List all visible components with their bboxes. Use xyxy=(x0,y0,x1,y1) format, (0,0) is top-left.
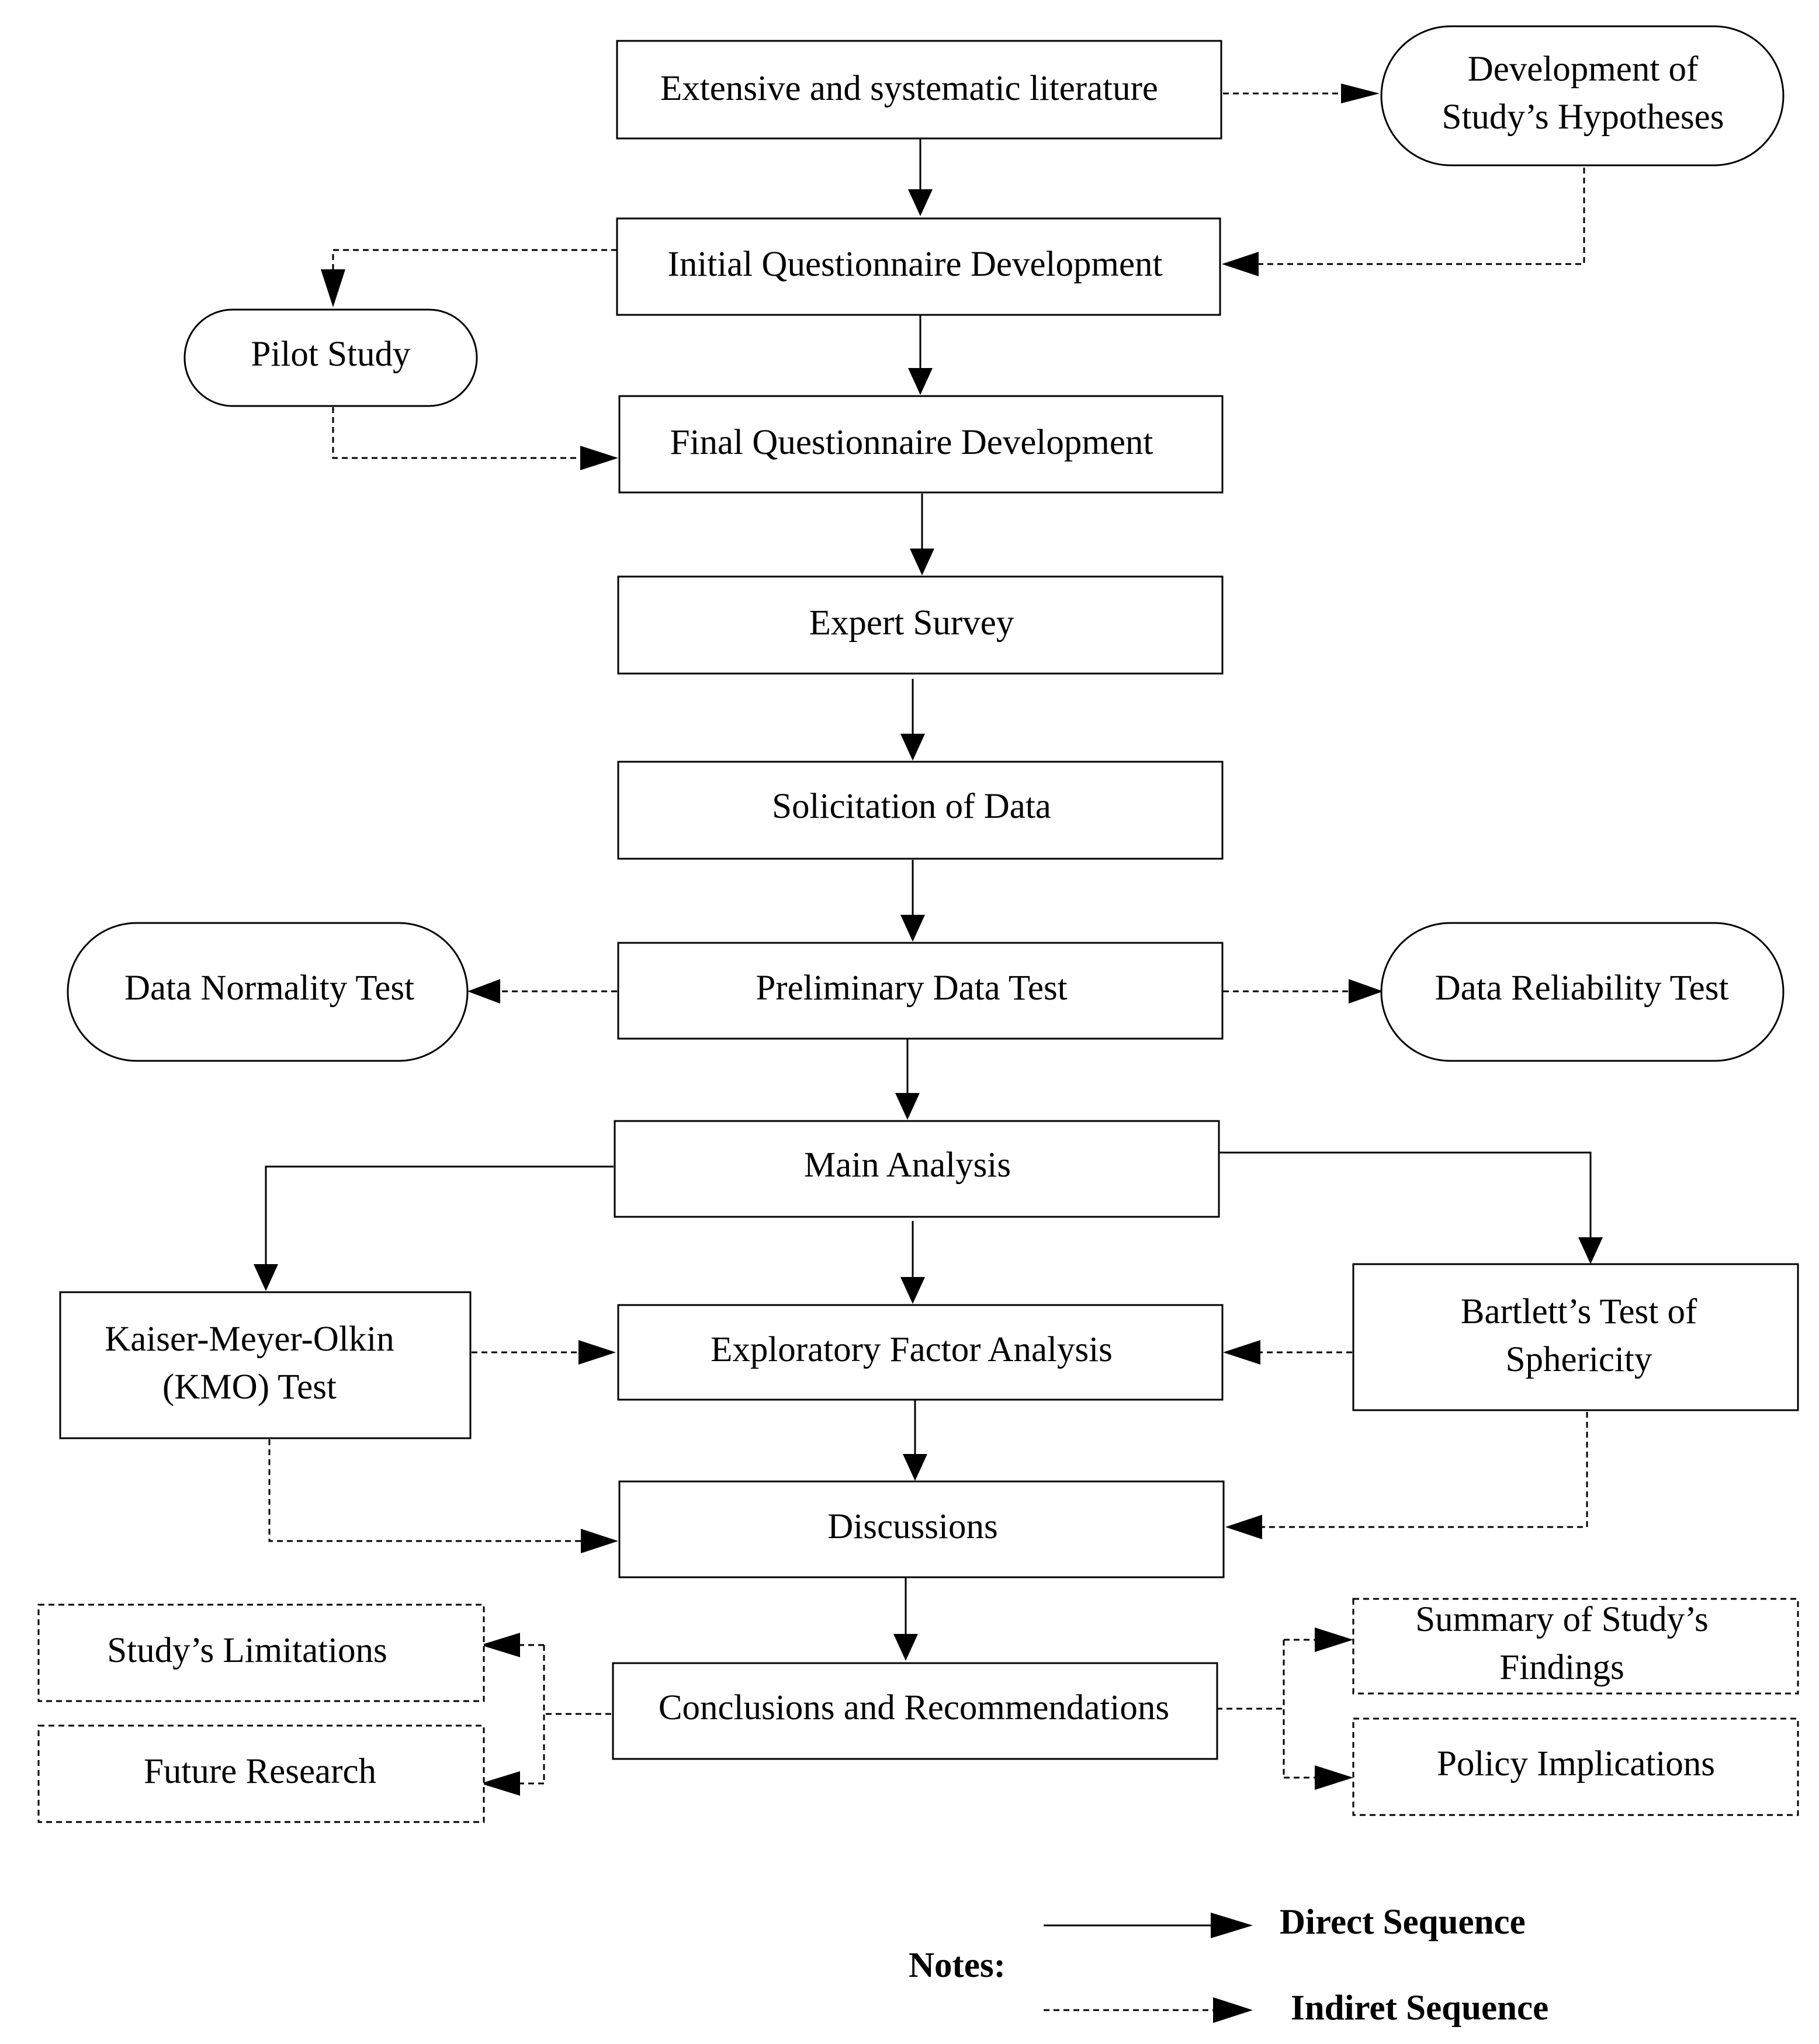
node-policy-label: Policy Implications xyxy=(1437,1744,1715,1783)
node-future-label: Future Research xyxy=(144,1752,376,1791)
node-summary-label-line2: Findings xyxy=(1499,1648,1624,1687)
node-future: Future Research xyxy=(37,1724,485,1823)
node-main-analysis-label: Main Analysis xyxy=(804,1146,1011,1185)
node-initial-questionnaire: Initial Questionnaire Development xyxy=(616,217,1221,316)
node-initial-questionnaire-label: Initial Questionnaire Development xyxy=(668,245,1163,284)
edge-main-analysis-to-efa xyxy=(900,1221,925,1304)
legend: Notes: Direct Sequence Indiret Sequence xyxy=(909,1903,1548,2028)
node-expert-survey-label: Expert Survey xyxy=(809,603,1014,643)
edge-initial-to-final-questionnaire xyxy=(908,315,933,395)
node-final-questionnaire: Final Questionnaire Development xyxy=(618,395,1224,494)
node-bartlett-label-line2: Sphericity xyxy=(1506,1340,1652,1379)
edge-final-questionnaire-to-expert-survey xyxy=(910,494,934,575)
legend-title: Notes: xyxy=(909,1946,1006,1985)
node-final-questionnaire-label: Final Questionnaire Development xyxy=(670,423,1153,462)
node-bartlett: Bartlett’s Test of Sphericity xyxy=(1352,1263,1799,1411)
node-expert-survey: Expert Survey xyxy=(617,575,1224,675)
legend-direct-label: Direct Sequence xyxy=(1280,1903,1526,1942)
node-discussions: Discussions xyxy=(618,1480,1225,1578)
node-limitations: Study’s Limitations xyxy=(37,1604,485,1702)
edge-preliminary-to-reliability xyxy=(1223,979,1383,1004)
edge-efa-to-discussions xyxy=(903,1399,927,1481)
edge-conclusions-to-limitations-and-future xyxy=(480,1633,611,1796)
edge-literature-to-hypotheses xyxy=(1223,84,1380,103)
edge-initial-questionnaire-to-pilot-study xyxy=(321,249,617,307)
connectors xyxy=(254,84,1603,1796)
node-efa-label: Exploratory Factor Analysis xyxy=(711,1330,1113,1369)
node-efa: Exploratory Factor Analysis xyxy=(617,1304,1224,1401)
edge-solicitation-to-preliminary xyxy=(900,860,925,942)
edge-pilot-study-to-final-questionnaire xyxy=(332,407,618,470)
node-main-analysis: Main Analysis xyxy=(614,1120,1220,1218)
edge-bartlett-to-discussions xyxy=(1225,1412,1588,1539)
legend-indirect-sample xyxy=(1044,1997,1253,2023)
edge-conclusions-to-summary-and-policy xyxy=(1217,1627,1353,1790)
node-summary-label-line1: Summary of Study’s xyxy=(1415,1600,1709,1639)
edge-main-analysis-to-kmo xyxy=(254,1165,614,1291)
node-kmo-label-line1: Kaiser-Meyer-Olkin xyxy=(105,1320,394,1359)
node-hypotheses-label-line1: Development of xyxy=(1468,50,1699,89)
node-conclusions: Conclusions and Recommendations xyxy=(612,1662,1218,1760)
node-conclusions-label: Conclusions and Recommendations xyxy=(659,1688,1169,1727)
node-pilot-study: Pilot Study xyxy=(183,308,478,407)
edge-hypotheses-to-initial-questionnaire xyxy=(1222,148,1585,276)
node-solicitation: Solicitation of Data xyxy=(617,761,1224,860)
edge-main-analysis-to-bartlett xyxy=(1219,1151,1603,1264)
edge-discussions-to-conclusions xyxy=(893,1576,918,1661)
node-literature-label: Extensive and systematic literature xyxy=(660,69,1158,108)
node-preliminary-label: Preliminary Data Test xyxy=(756,969,1067,1008)
node-pilot-study-label: Pilot Study xyxy=(251,335,411,374)
node-hypotheses: Development of Study’s Hypotheses xyxy=(1380,25,1785,166)
edge-kmo-to-efa xyxy=(472,1340,616,1365)
edge-literature-to-initial-questionnaire xyxy=(908,138,933,216)
node-normality: Data Normality Test xyxy=(67,922,469,1062)
node-solicitation-label: Solicitation of Data xyxy=(772,787,1051,826)
node-reliability-label: Data Reliability Test xyxy=(1435,969,1729,1008)
edge-kmo-to-discussions xyxy=(268,1439,618,1553)
legend-direct-sample xyxy=(1044,1913,1253,1938)
node-bartlett-label-line1: Bartlett’s Test of xyxy=(1461,1292,1697,1331)
node-kmo-label-line2: (KMO) Test xyxy=(162,1368,337,1407)
node-literature: Extensive and systematic literature xyxy=(616,40,1222,140)
node-preliminary: Preliminary Data Test xyxy=(617,942,1224,1040)
edge-preliminary-to-main-analysis xyxy=(895,1039,920,1120)
node-reliability: Data Reliability Test xyxy=(1380,922,1785,1062)
legend-indirect-label: Indiret Sequence xyxy=(1291,1989,1548,2028)
edge-bartlett-to-efa xyxy=(1223,1340,1352,1365)
node-limitations-label: Study’s Limitations xyxy=(107,1631,387,1670)
node-hypotheses-label-line2: Study’s Hypotheses xyxy=(1442,98,1724,137)
node-normality-label: Data Normality Test xyxy=(124,969,414,1008)
node-policy: Policy Implications xyxy=(1352,1717,1799,1816)
edge-expert-survey-to-solicitation xyxy=(900,679,925,761)
edge-preliminary-to-normality xyxy=(467,979,617,1004)
node-kmo: Kaiser-Meyer-Olkin (KMO) Test xyxy=(59,1291,472,1439)
node-summary: Summary of Study’s Findings xyxy=(1352,1598,1799,1695)
node-discussions-label: Discussions xyxy=(827,1507,997,1546)
